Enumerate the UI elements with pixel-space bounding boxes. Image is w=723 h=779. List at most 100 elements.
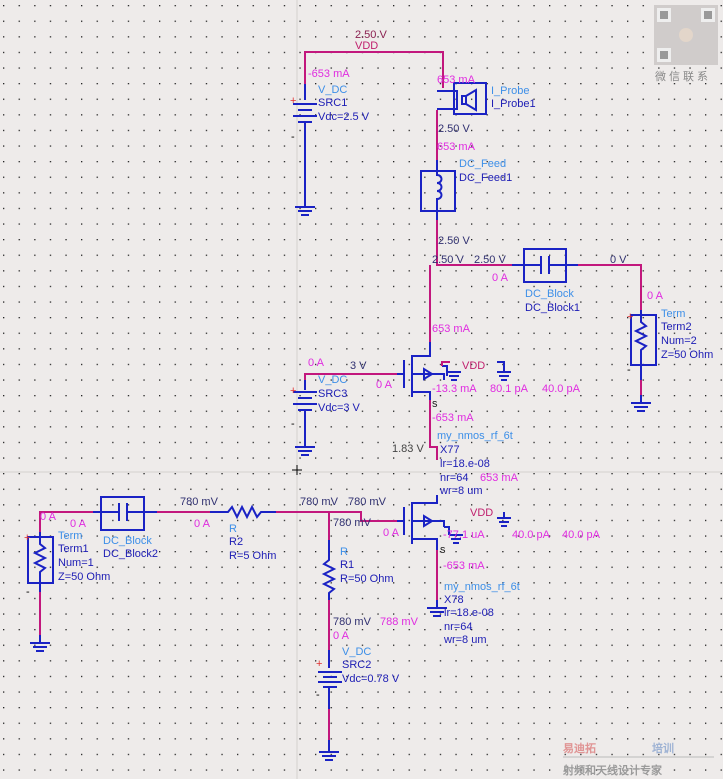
x78-name: X78 xyxy=(444,594,464,606)
r2-name: R2 xyxy=(229,536,243,548)
dc-block-capacitor-1[interactable] xyxy=(512,248,578,283)
dcblock1-type: DC_Block xyxy=(525,288,574,300)
src1-type: V_DC xyxy=(318,84,347,96)
term1-num: Num=1 xyxy=(58,557,94,569)
crosshair-cursor-icon xyxy=(292,465,302,475)
minus-icon: - xyxy=(26,586,30,598)
src1-param: Vdc=2.5 V xyxy=(318,111,370,123)
feed-name: DC_Feed1 xyxy=(459,172,512,184)
src3-type: V_DC xyxy=(318,374,347,386)
term1-z: Z=50 Ohm xyxy=(58,571,110,583)
transistor-x77[interactable] xyxy=(397,342,511,400)
port-term1[interactable]: + - xyxy=(24,532,54,598)
ground-icon xyxy=(295,200,315,216)
x78-leak-current: 40.0 pA xyxy=(512,529,551,541)
r1-type: R xyxy=(340,546,348,558)
x77-name: X77 xyxy=(440,444,460,456)
x78-type: my_nmos_rf_6t xyxy=(444,581,520,593)
block1-current: 0 A xyxy=(492,272,509,284)
plus-icon: + xyxy=(316,658,322,670)
minus-icon: - xyxy=(627,364,631,376)
x78-gate-current: 0 A xyxy=(383,527,400,539)
resistor-r1[interactable] xyxy=(321,540,337,600)
x78-wr: wr=8 um xyxy=(443,634,487,646)
r1-name: R1 xyxy=(340,559,354,571)
x78-bulk-current: -77.1 uA xyxy=(443,529,485,541)
port-term2[interactable]: + - xyxy=(627,310,657,380)
term2-z: Z=50 Ohm xyxy=(661,349,713,361)
node-voltage: 780 mV xyxy=(333,517,372,529)
voltage-source-src3[interactable]: + - xyxy=(290,380,317,440)
dc-feed-inductor[interactable] xyxy=(420,160,456,220)
term1-current: 0 A xyxy=(40,511,57,523)
r2-param: R=5 Ohm xyxy=(229,550,276,562)
minus-icon: - xyxy=(291,131,295,143)
minus-icon: - xyxy=(316,689,320,701)
resistor-r2[interactable] xyxy=(210,504,276,520)
x77-wr: wr=8 um xyxy=(439,485,483,497)
x77-leak-current: 40.0 pA xyxy=(542,383,581,395)
r2-type: R xyxy=(229,523,237,535)
src2-type: V_DC xyxy=(342,646,371,658)
src2-name: SRC2 xyxy=(342,659,371,671)
dc-block-capacitor-2[interactable] xyxy=(93,496,157,531)
x78-source-current: -653 mA xyxy=(443,560,485,572)
x77-vdd-label: VDD xyxy=(462,360,485,372)
vdd-voltage: 2.50 V xyxy=(355,29,387,41)
probe-type: I_Probe xyxy=(491,85,530,97)
qr-caption: 微信联系 xyxy=(655,69,711,83)
probe-voltage: 2.50 V xyxy=(438,123,470,135)
plus-icon: + xyxy=(627,311,633,323)
dcblock2-name: DC_Block2 xyxy=(103,548,158,560)
node-voltage: 780 mV xyxy=(348,496,387,508)
x77-gate-current: 0 A xyxy=(376,379,393,391)
src1-current: -653 mA xyxy=(308,68,350,80)
current-probe[interactable] xyxy=(437,82,487,115)
feed-type: DC_Feed xyxy=(459,158,506,170)
src3-name: SRC3 xyxy=(318,388,347,400)
feed-current: 653 mA xyxy=(437,141,476,153)
term1-name: Term1 xyxy=(58,543,89,555)
x77-leak-current: 80.1 pA xyxy=(490,383,529,395)
minus-icon: - xyxy=(291,418,295,430)
qr-code-logo: 微信联系 xyxy=(654,5,718,83)
wires[interactable] xyxy=(39,51,642,740)
x77-type: my_nmos_rf_6t xyxy=(437,430,513,442)
r1-param: R=50 Ohm xyxy=(340,573,394,585)
r1-current: 0 A xyxy=(333,630,350,642)
term2-current: 0 A xyxy=(647,290,664,302)
x78-nr: nr=64 xyxy=(444,621,472,633)
feed-voltage: 2.50 V xyxy=(438,235,470,247)
x77-lr: lr=18.e-08 xyxy=(440,458,490,470)
voltage-source-src1[interactable]: + - xyxy=(290,84,317,200)
x77-source-current: -653 mA xyxy=(432,412,474,424)
x77-bulk-current: -13.3 mA xyxy=(432,383,477,395)
x77-source-pin: s xyxy=(432,398,438,410)
brand-watermark: 易迪拓 培训 射频和天线设计专家 xyxy=(562,741,714,777)
plus-icon: + xyxy=(290,95,296,107)
src1-name: SRC1 xyxy=(318,97,347,109)
brand-slogan: 射频和天线设计专家 xyxy=(562,763,663,777)
term2-num: Num=2 xyxy=(661,335,697,347)
x78-leak-current: 40.0 pA xyxy=(562,529,601,541)
r1-voltage: 780 mV xyxy=(333,616,372,628)
ground-icon xyxy=(319,740,339,761)
node-voltage: 2.50 V xyxy=(474,254,506,266)
vdd-net-label: VDD xyxy=(355,40,378,52)
x78-lr: lr=18.e-08 xyxy=(444,607,494,619)
term2-name: Term2 xyxy=(661,321,692,333)
term1-type: Term xyxy=(58,530,82,542)
plus-icon: + xyxy=(24,532,30,544)
dcblock2-type: DC_Block xyxy=(103,535,152,547)
ground-icon xyxy=(295,440,315,456)
src3-current: 0 A xyxy=(308,357,325,369)
ground-icon xyxy=(631,395,651,412)
src3-voltage: 3 V xyxy=(350,360,367,372)
voltage-source-src2[interactable]: + - xyxy=(316,650,342,709)
x77-drain-current: 653 mA xyxy=(432,323,471,335)
transistor-x78[interactable] xyxy=(397,495,511,617)
node-voltage: 780 mV xyxy=(300,496,339,508)
src3-param: Vdc=3 V xyxy=(318,402,361,414)
